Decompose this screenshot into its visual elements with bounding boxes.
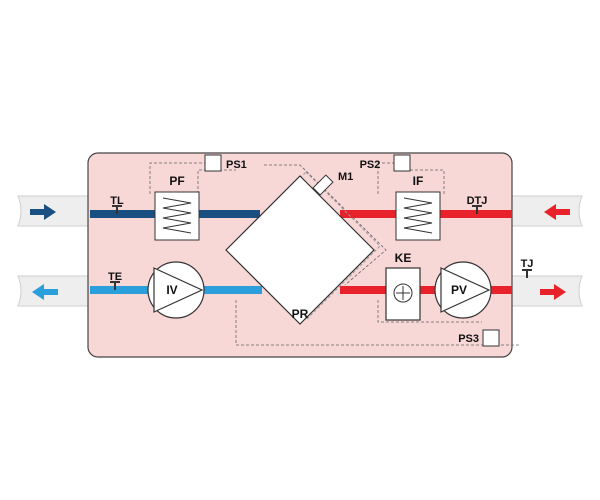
exhaust-fan-label: IV <box>166 283 177 297</box>
dtj-label: DTJ <box>467 195 488 207</box>
tl-label: TL <box>110 195 124 207</box>
pre-filter-label: PF <box>169 174 184 188</box>
arrow-icon <box>540 284 566 300</box>
t-sensor-icon: TJ <box>521 258 534 278</box>
pressure-sensor-ps3: PS3 <box>458 329 500 347</box>
supply-fan-label: PV <box>451 283 467 297</box>
ps1-label: PS1 <box>226 159 247 171</box>
heater-label: KE <box>395 251 412 265</box>
heat-exchanger: PR <box>225 171 381 325</box>
arrow-icon <box>32 284 58 300</box>
ps2-label: PS2 <box>360 159 381 171</box>
motor-label: M1 <box>338 171 353 183</box>
heater-icon: KE <box>385 251 421 321</box>
inlet-filter-label: IF <box>413 174 424 188</box>
te-label: TE <box>108 271 122 283</box>
heat-exchanger-label: PR <box>292 307 309 321</box>
t-sensor-icon: TL <box>110 195 124 214</box>
sensor-wiring <box>149 162 520 346</box>
damper-motor: M1 <box>312 171 353 196</box>
filter-icon: IF <box>395 174 441 241</box>
pressure-sensor-ps1: PS1 <box>204 154 247 172</box>
fan-icon: IV <box>147 261 205 319</box>
fan-icon: PV <box>434 261 492 319</box>
ps3-label: PS3 <box>458 333 479 345</box>
filter-icon: PF <box>154 174 200 241</box>
arrow-icon <box>544 204 570 220</box>
pressure-sensor-ps2: PS2 <box>360 154 411 172</box>
arrow-icon <box>30 204 56 220</box>
tj-label: TJ <box>521 258 534 270</box>
t-sensor-icon: DTJ <box>467 195 488 214</box>
airflow-supply-line <box>340 286 512 294</box>
t-sensor-icon: TE <box>108 271 122 290</box>
